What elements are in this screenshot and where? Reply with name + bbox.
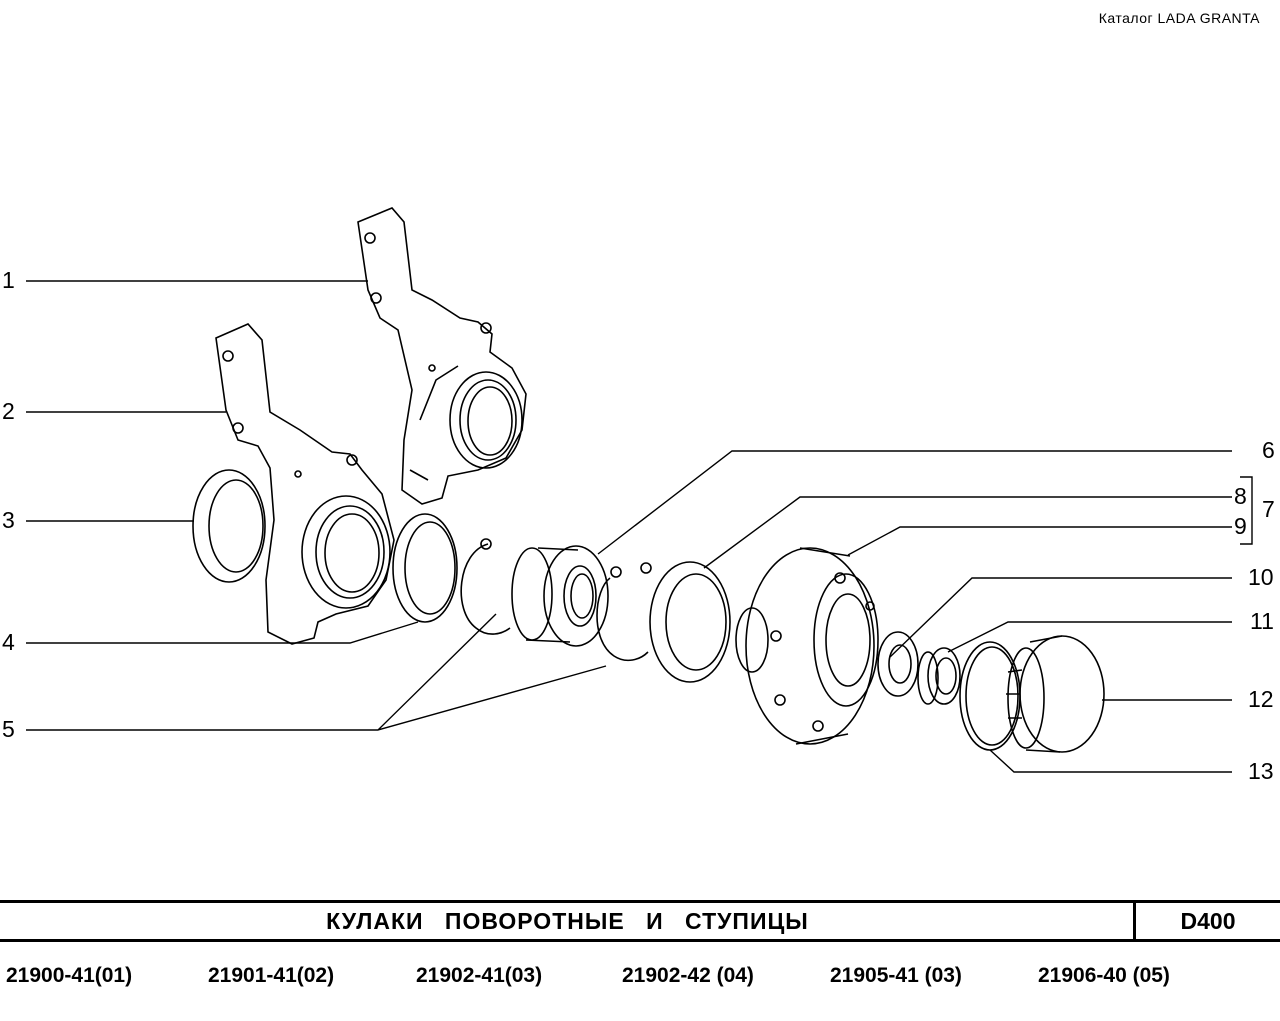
callout-8: 8 xyxy=(1234,483,1247,509)
circlip-left xyxy=(460,538,511,635)
model-code: 21901-41(02) xyxy=(208,964,335,987)
callout-3: 3 xyxy=(2,507,15,533)
callout-1: 1 xyxy=(2,267,15,293)
seal-ring xyxy=(192,469,266,583)
wheel-hub xyxy=(735,547,879,745)
callout-11: 11 xyxy=(1250,608,1274,634)
callout-7: 7 xyxy=(1262,496,1275,522)
callout-5: 5 xyxy=(2,716,15,742)
exploded-parts-diagram xyxy=(26,207,1253,773)
callout-leader-lines xyxy=(26,280,1253,773)
title-bar: КУЛАКИ ПОВОРОТНЫЕ И СТУПИЦЫ D400 xyxy=(0,900,1280,942)
model-code: 21906-40 (05) xyxy=(1038,964,1170,987)
circlip-right xyxy=(596,562,652,662)
model-code: 21902-41(03) xyxy=(416,964,543,987)
hub-nut xyxy=(917,647,961,705)
model-code: 21900-41(01) xyxy=(6,964,133,987)
callout-2: 2 xyxy=(2,398,15,424)
hub-cap xyxy=(1006,635,1105,753)
callout-6: 6 xyxy=(1262,437,1275,463)
callout-10: 10 xyxy=(1248,564,1274,590)
model-code: 21905-41 (03) xyxy=(830,964,962,987)
section-title: КУЛАКИ ПОВОРОТНЫЕ И СТУПИЦЫ xyxy=(326,908,809,934)
callout-13: 13 xyxy=(1248,758,1274,784)
steering-knuckle-upper xyxy=(357,207,527,505)
steering-knuckle-lower xyxy=(215,323,395,645)
catalog-header: Каталог LADA GRANTA xyxy=(1098,10,1260,26)
callout-9: 9 xyxy=(1234,513,1247,539)
model-list: 21900-41(01) 21901-41(02) 21902-41(03) 2… xyxy=(0,964,1280,994)
retaining-ring xyxy=(392,513,458,623)
o-ring xyxy=(959,641,1021,751)
model-code: 21902-42 (04) xyxy=(622,964,754,987)
callout-4: 4 xyxy=(2,629,15,655)
callout-12: 12 xyxy=(1248,686,1274,712)
title-divider xyxy=(1133,903,1136,939)
section-code: D400 xyxy=(1180,908,1236,934)
washer xyxy=(877,631,919,697)
hub-bearing xyxy=(511,545,609,647)
hub-seal xyxy=(649,561,731,683)
